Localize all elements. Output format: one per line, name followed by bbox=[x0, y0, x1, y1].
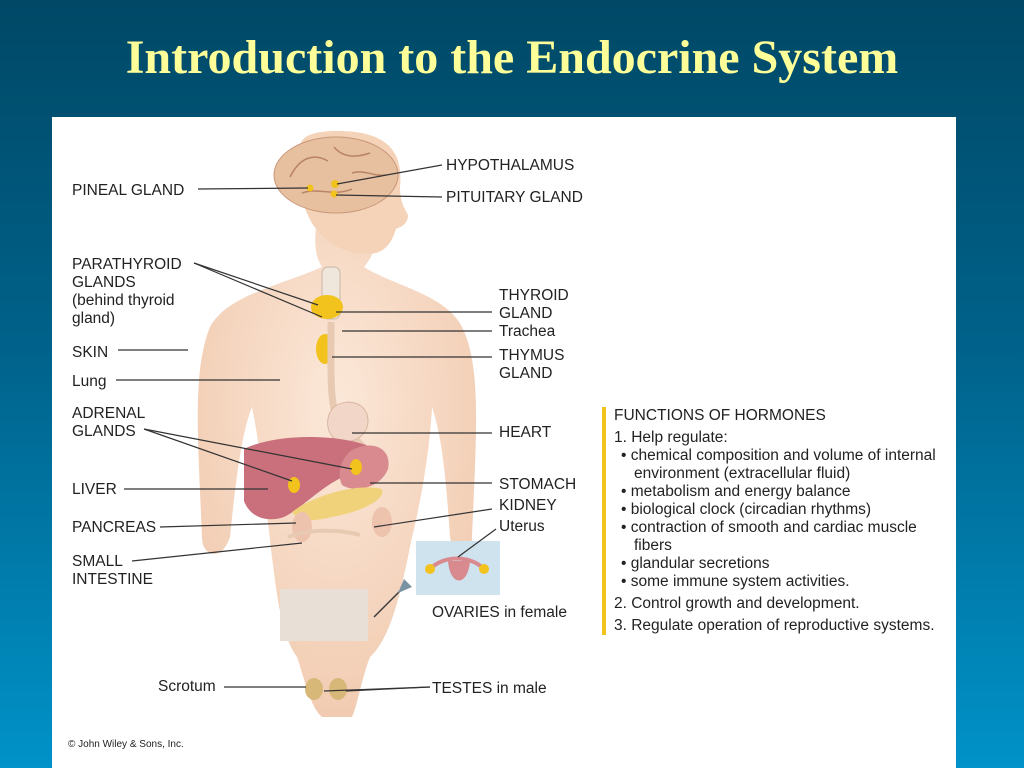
thyroid-gland-shape bbox=[311, 295, 343, 319]
trachea-label: Trachea bbox=[499, 323, 556, 340]
brain-folds bbox=[289, 146, 387, 194]
kidney-left bbox=[292, 512, 312, 542]
thymus-label-line2: GLAND bbox=[499, 365, 553, 382]
small-intestine-label-line1: SMALL bbox=[72, 553, 123, 570]
brain-shape bbox=[273, 136, 399, 214]
parathyroid-label-line3: (behind thyroid bbox=[72, 292, 175, 309]
parathyroid-label-line2: GLANDS bbox=[72, 274, 136, 291]
adrenal-label-line1: ADRENAL bbox=[72, 405, 146, 422]
functions-bullet-3: • biological clock (circadian rhythms) bbox=[621, 501, 872, 518]
testis-left bbox=[305, 678, 323, 700]
leader-lines bbox=[116, 164, 497, 692]
kidney-right bbox=[372, 507, 392, 537]
thyroid-label-line2: GLAND bbox=[499, 305, 553, 322]
pituitary-gland-mark bbox=[330, 190, 338, 198]
lung-label: Lung bbox=[72, 373, 107, 390]
testis-right bbox=[329, 678, 347, 700]
parathyroid-label-line1: PARATHYROID bbox=[72, 256, 182, 273]
pancreas-shape bbox=[292, 487, 383, 521]
functions-item-1: 1. Help regulate: bbox=[614, 429, 728, 446]
stomach-label: STOMACH bbox=[499, 476, 577, 493]
adrenal-gland-left bbox=[288, 477, 300, 493]
kidney-label: KIDNEY bbox=[499, 497, 557, 514]
liver-shape bbox=[244, 436, 378, 520]
figure-panel: PINEAL GLAND PARATHYROID GLANDS (behind … bbox=[52, 117, 956, 768]
inset-arrow-head bbox=[398, 579, 412, 593]
uterus-label: Uterus bbox=[499, 518, 545, 535]
adrenal-gland-right bbox=[350, 459, 362, 475]
thyroid-label-line1: THYROID bbox=[499, 287, 569, 304]
hypothalamus-label: HYPOTHALAMUS bbox=[446, 157, 575, 174]
ovaries-label: OVARIES in female bbox=[432, 604, 567, 621]
functions-bullet-5: • glandular secretions bbox=[621, 555, 770, 572]
liver-label: LIVER bbox=[72, 481, 117, 498]
parathyroid-label-line4: gland) bbox=[72, 310, 116, 327]
heart-label: HEART bbox=[499, 424, 552, 441]
functions-heading: FUNCTIONS OF HORMONES bbox=[614, 407, 826, 424]
functions-bullet-1: • chemical composition and volume of int… bbox=[621, 447, 936, 482]
hypothalamus-mark bbox=[331, 180, 339, 188]
testes-label: TESTES in male bbox=[432, 680, 547, 697]
pituitary-gland-label: PITUITARY GLAND bbox=[446, 189, 583, 206]
pineal-gland-mark bbox=[306, 184, 314, 192]
small-intestine-label-line2: INTESTINE bbox=[72, 571, 153, 588]
functions-bullet-4: • contraction of smooth and cardiac musc… bbox=[621, 519, 917, 554]
uterus-inset bbox=[416, 541, 500, 595]
functions-item-3: 3. Regulate operation of reproductive sy… bbox=[614, 617, 935, 634]
stomach-shape bbox=[339, 445, 389, 489]
blank-area bbox=[280, 589, 368, 641]
heart-shape bbox=[327, 401, 369, 443]
functions-item-2: 2. Control growth and development. bbox=[614, 595, 860, 612]
scrotum-label: Scrotum bbox=[158, 678, 216, 695]
slide-title: Introduction to the Endocrine System bbox=[125, 31, 899, 84]
anatomy-illustration bbox=[116, 131, 500, 717]
adrenal-label-line2: GLANDS bbox=[72, 423, 136, 440]
thymus-label-line1: THYMUS bbox=[499, 347, 565, 364]
skin-label: SKIN bbox=[72, 344, 109, 361]
functions-bullet-6: • some immune system activities. bbox=[621, 573, 850, 590]
small-intestine-shape bbox=[287, 528, 361, 539]
functions-of-hormones-box: FUNCTIONS OF HORMONES 1. Help regulate: … bbox=[602, 407, 954, 635]
pancreas-label: PANCREAS bbox=[72, 519, 157, 536]
copyright-notice: © John Wiley & Sons, Inc. bbox=[68, 739, 184, 750]
functions-bullet-2: • metabolism and energy balance bbox=[621, 483, 851, 500]
pineal-gland-label: PINEAL GLAND bbox=[72, 182, 185, 199]
